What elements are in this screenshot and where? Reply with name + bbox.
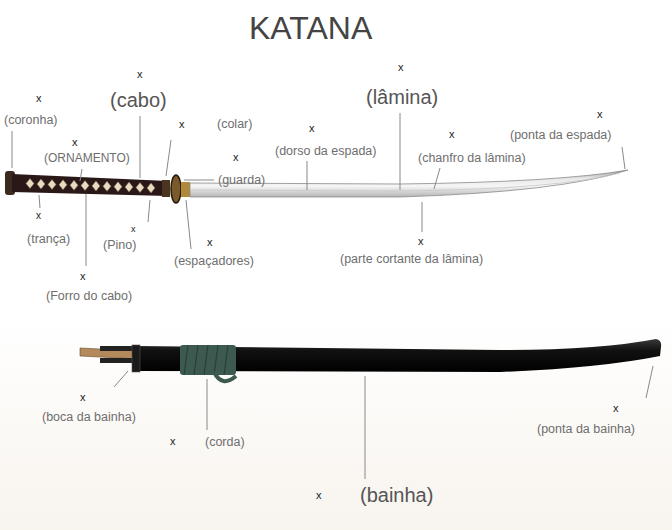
leader-lines: [12, 113, 653, 479]
cord-loop: [214, 372, 236, 381]
part-label: (boca da bainha): [42, 410, 136, 424]
callout-mark: x: [613, 402, 619, 415]
sword: [5, 170, 628, 203]
cord-lines: [184, 345, 228, 375]
blade-ridge: [190, 173, 620, 191]
callout-mark: x: [80, 270, 86, 283]
part-label: (ponta da espada): [510, 128, 611, 142]
blade: [190, 170, 628, 197]
callout-mark: x: [170, 435, 176, 448]
tsuba: [171, 175, 181, 203]
callout-mark: x: [36, 92, 42, 105]
part-label: (Forro do cabo): [46, 289, 132, 303]
part-label: (dorso da espada): [275, 144, 376, 158]
callout-mark: x: [309, 122, 315, 135]
callout-mark: x: [418, 235, 424, 248]
part-label: (coronha): [4, 113, 58, 127]
part-label: (guarda): [218, 173, 265, 187]
koiguchi: [132, 345, 140, 372]
fuchi: [162, 180, 170, 197]
habaki: [181, 182, 190, 197]
part-label: (espaçadores): [174, 254, 254, 268]
callout-mark: x: [36, 210, 41, 222]
callout-mark: x: [449, 128, 455, 141]
part-label: (colar): [217, 117, 252, 131]
part-label: (ponta da bainha): [537, 422, 635, 436]
part-label: (parte cortante da lâmina): [340, 252, 483, 266]
callout-mark: x: [72, 136, 78, 149]
callout-mark: x: [233, 151, 239, 164]
callout-mark: x: [316, 489, 322, 502]
part-label: (trança): [27, 232, 70, 246]
part-label: (corda): [205, 435, 245, 449]
cord-wrap: [180, 345, 236, 375]
callout-mark: x: [398, 61, 404, 74]
handle: [12, 174, 168, 196]
callout-mark: x: [80, 391, 86, 404]
callout-mark: x: [179, 118, 185, 131]
part-label: (Pino): [103, 238, 136, 252]
handle-diamonds: [26, 179, 155, 193]
part-label: (bainha): [360, 484, 433, 507]
part-label: (lâmina): [366, 86, 438, 109]
callout-mark: x: [131, 224, 136, 234]
callout-mark: x: [597, 108, 603, 121]
scabbard: [80, 339, 661, 381]
part-label: (ORNAMENTO): [44, 152, 130, 166]
part-label: (cabo): [110, 89, 167, 112]
callout-mark: x: [137, 68, 143, 81]
part-label: (chanfro da lâmina): [418, 151, 526, 165]
callout-mark: x: [207, 236, 213, 249]
diagram-title: KATANA: [249, 10, 372, 47]
